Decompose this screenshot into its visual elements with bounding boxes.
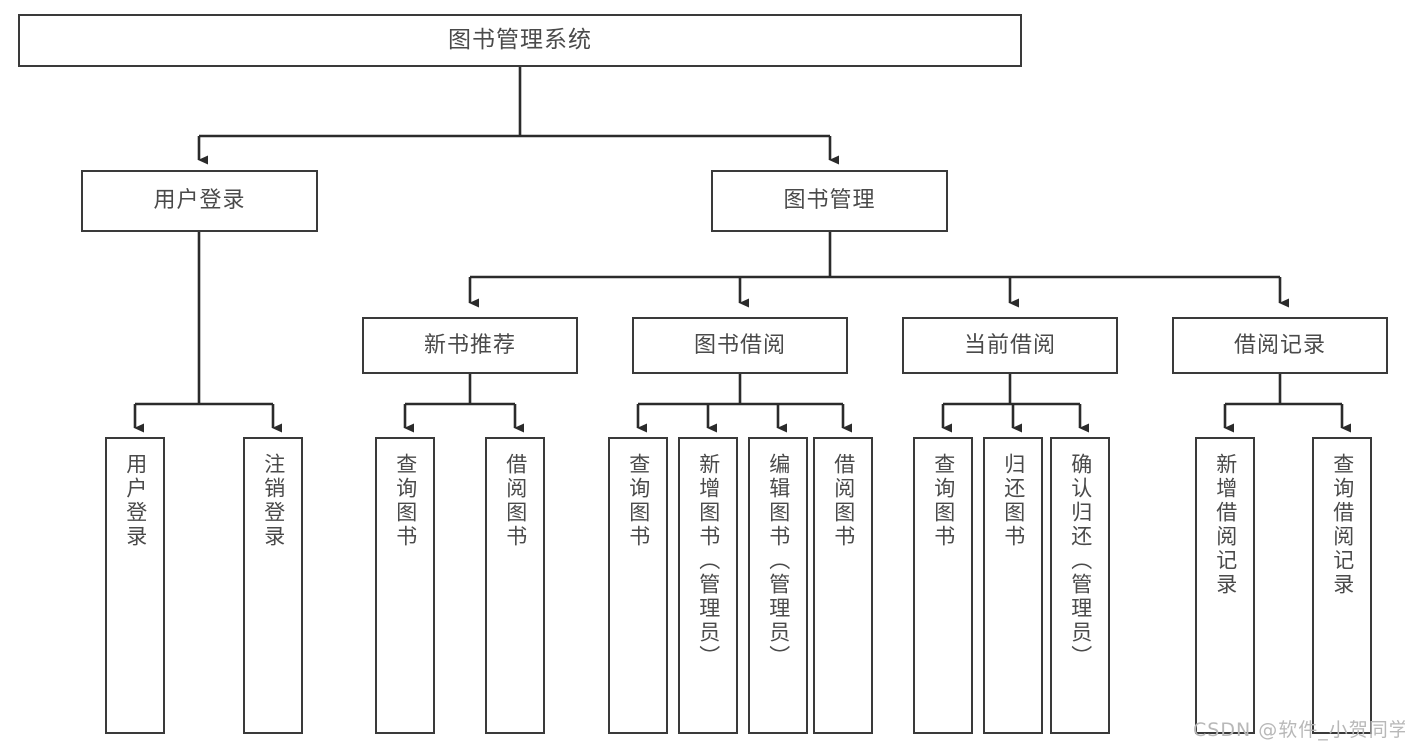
node-leaf-borrow-book-2[interactable]: 借阅图书 xyxy=(813,437,873,734)
node-leaf-add-book[interactable]: 新增图书（管理员） xyxy=(678,437,738,734)
node-leaf-borrow-book-1[interactable]: 借阅图书 xyxy=(485,437,545,734)
node-label: 用户登录 xyxy=(123,453,148,549)
node-book-management-system[interactable]: 图书管理系统 xyxy=(18,14,1022,67)
node-new-book-recommend[interactable]: 新书推荐 xyxy=(362,317,578,374)
node-label: 借阅图书 xyxy=(831,453,856,549)
node-label: 查询图书 xyxy=(931,453,956,549)
node-label: 编辑图书（管理员） xyxy=(766,453,791,669)
node-leaf-logout-login[interactable]: 注销登录 xyxy=(243,437,303,734)
node-leaf-query-record[interactable]: 查询借阅记录 xyxy=(1312,437,1372,734)
node-leaf-query-book-3[interactable]: 查询图书 xyxy=(913,437,973,734)
node-book-borrow[interactable]: 图书借阅 xyxy=(632,317,848,374)
node-leaf-query-book-2[interactable]: 查询图书 xyxy=(608,437,668,734)
node-label: 新增借阅记录 xyxy=(1213,453,1238,597)
node-leaf-edit-book[interactable]: 编辑图书（管理员） xyxy=(748,437,808,734)
node-leaf-return-book[interactable]: 归还图书 xyxy=(983,437,1043,734)
node-label: 注销登录 xyxy=(261,453,286,549)
node-label: 确认归还（管理员） xyxy=(1068,453,1093,669)
node-label: 新增图书（管理员） xyxy=(696,453,721,669)
node-label: 查询图书 xyxy=(393,453,418,549)
node-leaf-query-book-1[interactable]: 查询图书 xyxy=(375,437,435,734)
node-label: 图书管理 xyxy=(783,188,876,214)
node-label: 当前借阅 xyxy=(963,332,1056,358)
node-leaf-add-record[interactable]: 新增借阅记录 xyxy=(1195,437,1255,734)
node-user-login[interactable]: 用户登录 xyxy=(81,170,318,232)
node-label: 借阅记录 xyxy=(1233,332,1326,358)
csdn-watermark: CSDN @软件_小贺同学 xyxy=(1193,719,1405,741)
node-label: 图书借阅 xyxy=(693,332,786,358)
node-label: 新书推荐 xyxy=(423,332,516,358)
node-label: 查询借阅记录 xyxy=(1330,453,1355,597)
node-leaf-user-login[interactable]: 用户登录 xyxy=(105,437,165,734)
node-label: 图书管理系统 xyxy=(448,26,592,53)
node-book-manage[interactable]: 图书管理 xyxy=(711,170,948,232)
node-label: 查询图书 xyxy=(626,453,651,549)
node-label: 用户登录 xyxy=(153,188,246,214)
node-current-borrow[interactable]: 当前借阅 xyxy=(902,317,1118,374)
node-label: 归还图书 xyxy=(1001,453,1026,549)
node-label: 借阅图书 xyxy=(503,453,528,549)
node-borrow-record[interactable]: 借阅记录 xyxy=(1172,317,1388,374)
node-leaf-confirm-return[interactable]: 确认归还（管理员） xyxy=(1050,437,1110,734)
